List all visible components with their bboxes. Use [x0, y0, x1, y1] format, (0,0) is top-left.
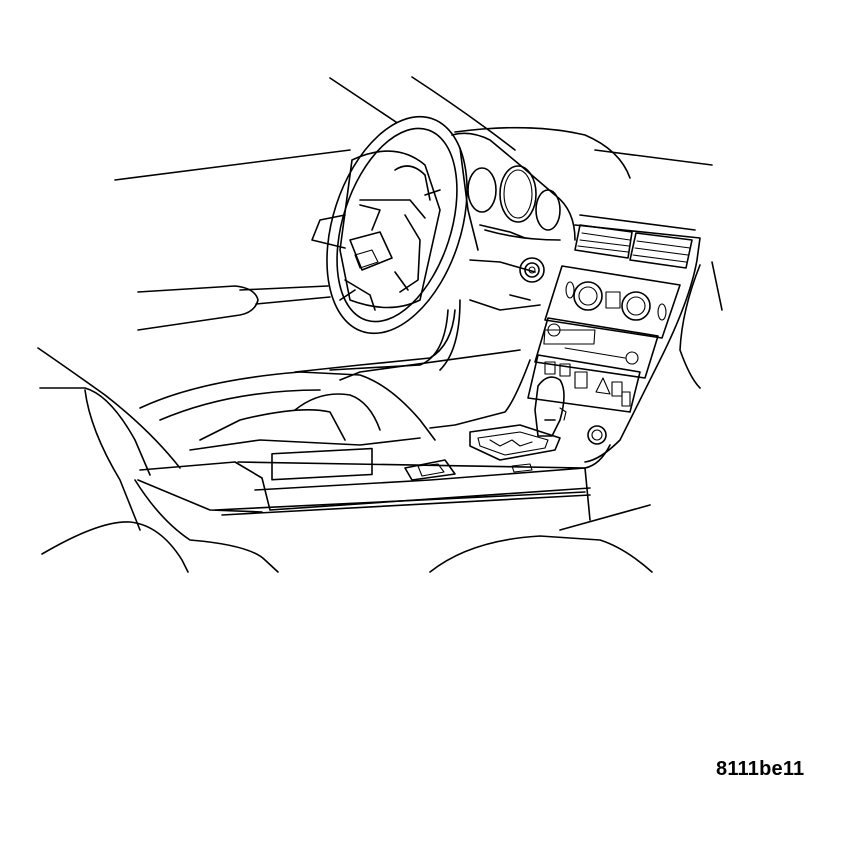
switch-panel — [527, 354, 641, 413]
steering-column — [329, 299, 461, 371]
steering-wheel — [311, 115, 468, 335]
center-stack — [527, 214, 701, 463]
air-vents — [574, 224, 693, 269]
climate-controls — [544, 265, 681, 339]
dashboard-console — [137, 309, 611, 521]
windshield-frame — [114, 76, 713, 181]
figure-id-label: 8111be11 — [716, 758, 805, 780]
door-trim — [137, 285, 331, 331]
instrument-cluster — [451, 132, 576, 311]
front-seats — [37, 347, 436, 573]
radio-unit — [534, 317, 659, 379]
gear-shifter — [469, 376, 567, 461]
passenger-side — [429, 261, 723, 573]
ignition-switch — [519, 257, 545, 283]
